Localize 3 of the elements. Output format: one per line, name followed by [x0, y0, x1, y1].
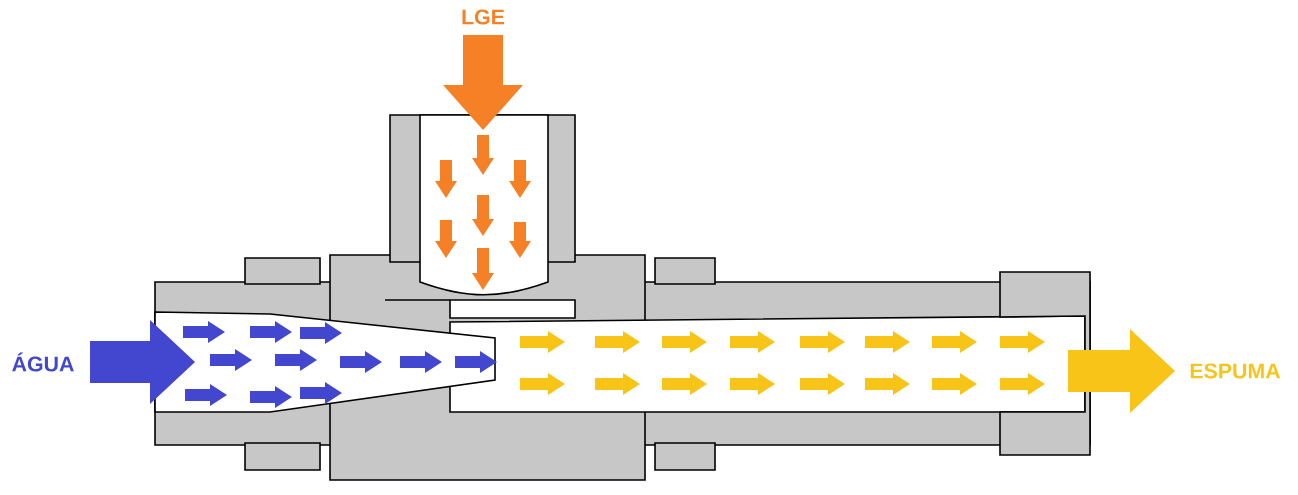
flow-label: LGE — [462, 9, 505, 25]
flow-label: ESPUMA — [1190, 363, 1281, 379]
flow-label: ÁGUA — [12, 352, 74, 372]
